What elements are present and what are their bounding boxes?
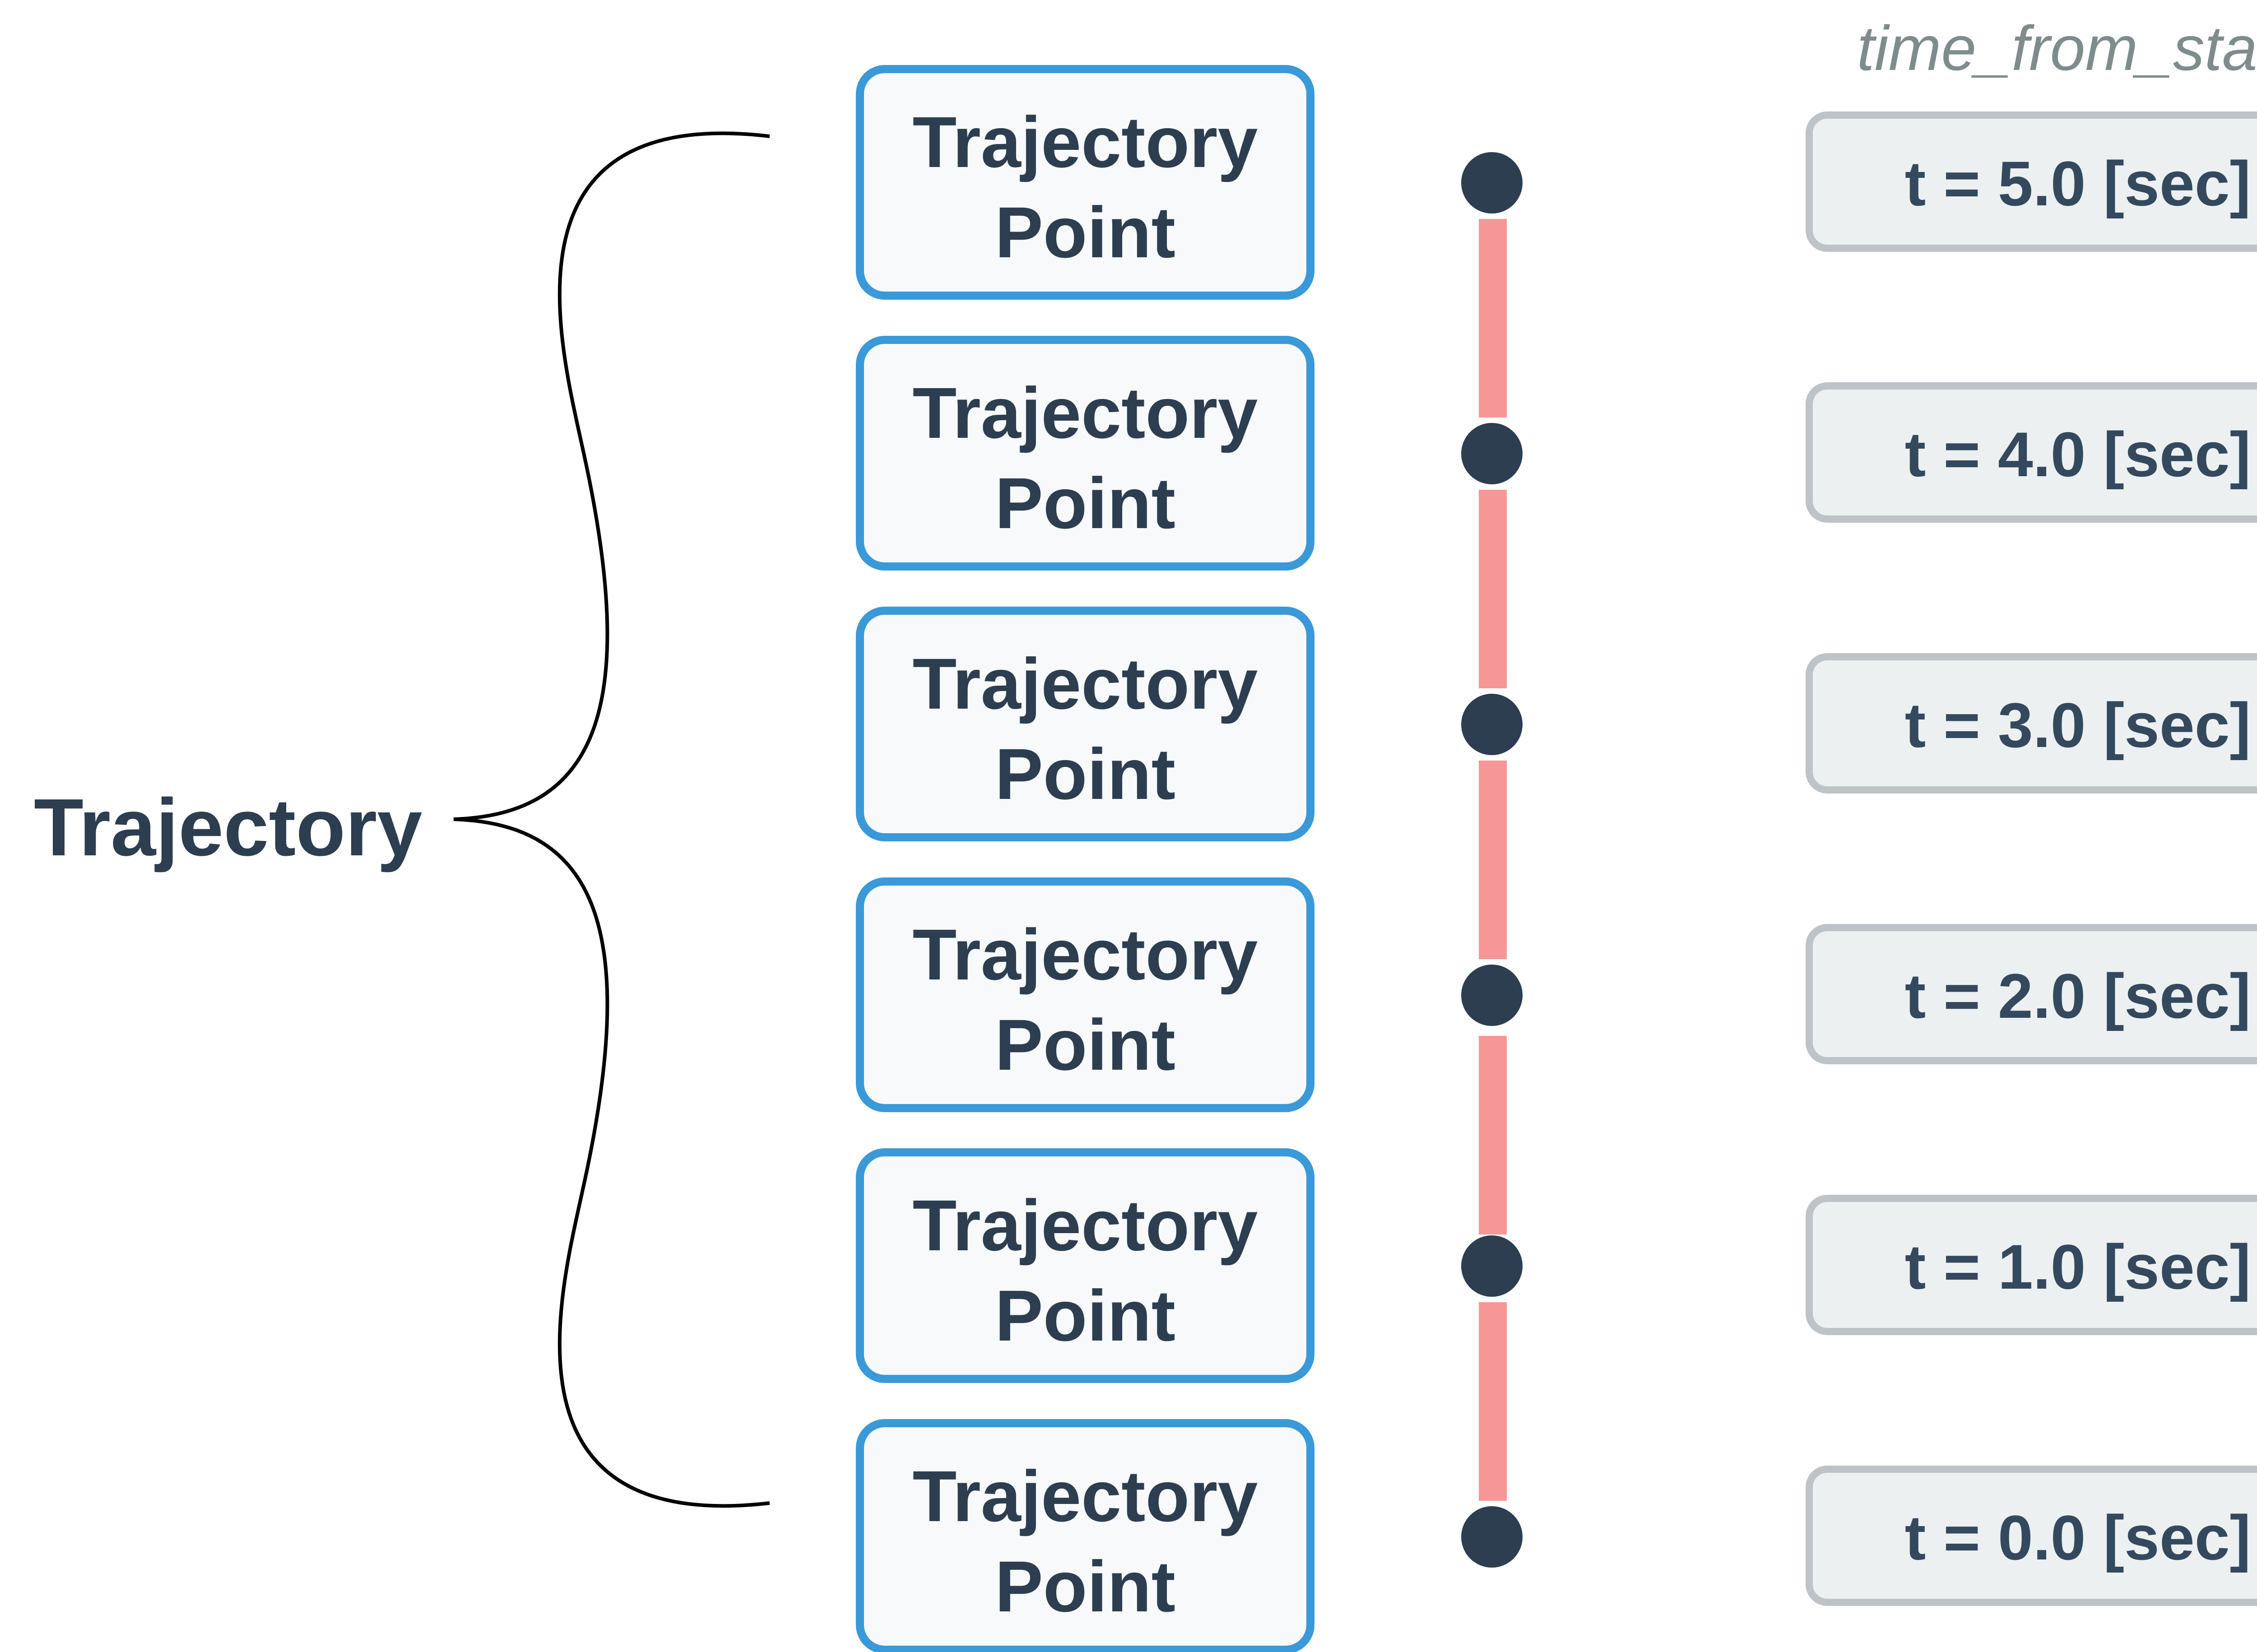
trajectory-row: Trajectory Point t = 3.0 [sec] — [856, 607, 2257, 841]
timeline-node — [1461, 1235, 1523, 1297]
trajectory-label: Trajectory — [34, 782, 422, 873]
time-box[interactable] — [1806, 111, 2257, 252]
time-box[interactable] — [1806, 382, 2257, 523]
trajectory-row: Trajectory Point t = 1.0 [sec] — [856, 1148, 2257, 1383]
trajectory-point-label: Trajectory — [913, 1456, 1258, 1536]
trajectory-point-label: Trajectory — [913, 102, 1258, 182]
time-box[interactable] — [1806, 924, 2257, 1064]
time-box[interactable] — [1806, 1466, 2257, 1606]
trajectory-point-label: Trajectory — [913, 914, 1258, 995]
trajectory-point-label: Point — [995, 1004, 1175, 1085]
time-label: t = 5.0 [sec] — [1905, 148, 2251, 219]
time-label: t = 2.0 [sec] — [1905, 961, 2251, 1031]
timeline-node — [1461, 965, 1523, 1026]
trajectory-point-label: Trajectory — [913, 643, 1258, 724]
timeline-node — [1461, 1506, 1523, 1568]
trajectory-row: Trajectory Point t = 0.0 [sec] — [856, 1419, 2257, 1652]
time-header: time_from_start — [1857, 13, 2257, 84]
trajectory-point-box[interactable] — [856, 1419, 1314, 1652]
trajectory-point-box[interactable] — [856, 336, 1314, 571]
time-label: t = 3.0 [sec] — [1905, 690, 2251, 761]
time-label: t = 4.0 [sec] — [1905, 419, 2251, 490]
time-box[interactable] — [1806, 1195, 2257, 1335]
timeline-segment — [1479, 1036, 1507, 1234]
trajectory-point-label: Point — [995, 1546, 1175, 1627]
trajectory-point-box[interactable] — [856, 65, 1314, 300]
trajectory-point-label: Trajectory — [913, 1185, 1258, 1266]
trajectory-point-box[interactable] — [856, 877, 1314, 1112]
timeline-node — [1461, 152, 1523, 213]
time-box[interactable] — [1806, 653, 2257, 794]
trajectory-point-label: Point — [995, 463, 1175, 543]
timeline-segment — [1479, 761, 1507, 959]
trajectory-point-box[interactable] — [856, 607, 1314, 841]
trajectory-point-label: Point — [995, 192, 1175, 273]
timeline-segment — [1479, 1302, 1507, 1501]
trajectory-brace — [453, 131, 770, 1508]
trajectory-row: Trajectory Point t = 4.0 [sec] — [856, 336, 2257, 571]
time-label: t = 0.0 [sec] — [1905, 1502, 2251, 1573]
timeline — [1479, 219, 1507, 1501]
trajectory-row: Trajectory Point t = 2.0 [sec] — [856, 877, 2257, 1112]
trajectory-point-label: Point — [995, 1275, 1175, 1356]
trajectory-point-box[interactable] — [856, 1148, 1314, 1383]
timeline-segment — [1479, 490, 1507, 688]
trajectory-row: Trajectory Point t = 5.0 [sec] — [856, 65, 2257, 300]
trajectory-point-label: Point — [995, 733, 1175, 814]
time-label: t = 1.0 [sec] — [1905, 1231, 2251, 1302]
timeline-node — [1461, 694, 1523, 755]
timeline-node — [1461, 423, 1523, 484]
timeline-segment — [1479, 219, 1507, 418]
trajectory-point-label: Trajectory — [913, 372, 1258, 453]
